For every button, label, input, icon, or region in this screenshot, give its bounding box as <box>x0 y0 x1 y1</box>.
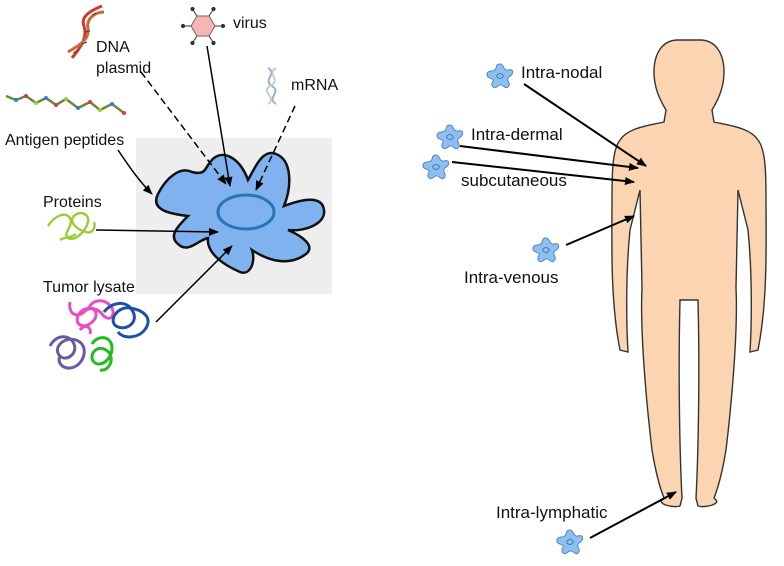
antigen-peptides-label: Antigen peptides <box>5 132 124 149</box>
dendritic-cell-subcutaneous <box>422 154 450 180</box>
intra-nodal-label: Intra-nodal <box>521 63 602 82</box>
human-body-silhouette <box>611 39 767 508</box>
dendritic-cell-intra-nodal <box>486 63 514 89</box>
protein-squiggle-icon <box>47 211 96 242</box>
intra-venous-label: Intra-venous <box>464 268 559 287</box>
arrow-mrna-to-cell <box>255 105 296 191</box>
proteins-label: Proteins <box>43 194 102 211</box>
antigen-peptide-chain-icon <box>5 94 126 115</box>
tumor-lysate-icon <box>48 299 150 372</box>
dendritic-cell-icon <box>155 151 326 274</box>
mrna-icon <box>265 67 277 105</box>
tumor-lysate-label: Tumor lysate <box>43 279 135 296</box>
subcutaneous-label: subcutaneous <box>461 171 567 190</box>
left-arrows <box>95 45 296 323</box>
dna-plasmid-label-line1: DNA <box>96 39 130 56</box>
arrow-intra-dermal <box>459 145 639 171</box>
dendritic-cell-nucleus <box>216 193 276 231</box>
dna-plasmid-label-line2: plasmid <box>96 60 151 77</box>
dendritic-cell-intra-dermal <box>436 124 464 150</box>
arrow-intra-nodal <box>523 83 647 167</box>
right-arrows <box>451 83 677 539</box>
arrow-subcutaneous <box>451 161 635 185</box>
arrow-virus-to-cell <box>206 45 233 187</box>
dendritic-cell-intra-lymphatic <box>556 529 584 555</box>
arrow-intra-lymphatic <box>589 491 677 539</box>
arrow-intra-venous <box>565 215 635 246</box>
arrow-lysate-to-cell <box>155 245 233 323</box>
intra-lymphatic-label: Intra-lymphatic <box>496 503 608 522</box>
virus-label: virus <box>233 15 267 32</box>
arrow-peptides-to-cell <box>117 149 153 195</box>
dna-helix-icon <box>67 4 105 59</box>
dendritic-cell-intra-venous <box>532 237 560 263</box>
arrow-proteins-to-cell <box>95 227 219 236</box>
intra-dermal-label: Intra-dermal <box>471 125 563 144</box>
virus-icon <box>180 6 226 46</box>
mrna-label: mRNA <box>291 77 338 94</box>
arrow-dna-to-cell <box>140 71 227 185</box>
